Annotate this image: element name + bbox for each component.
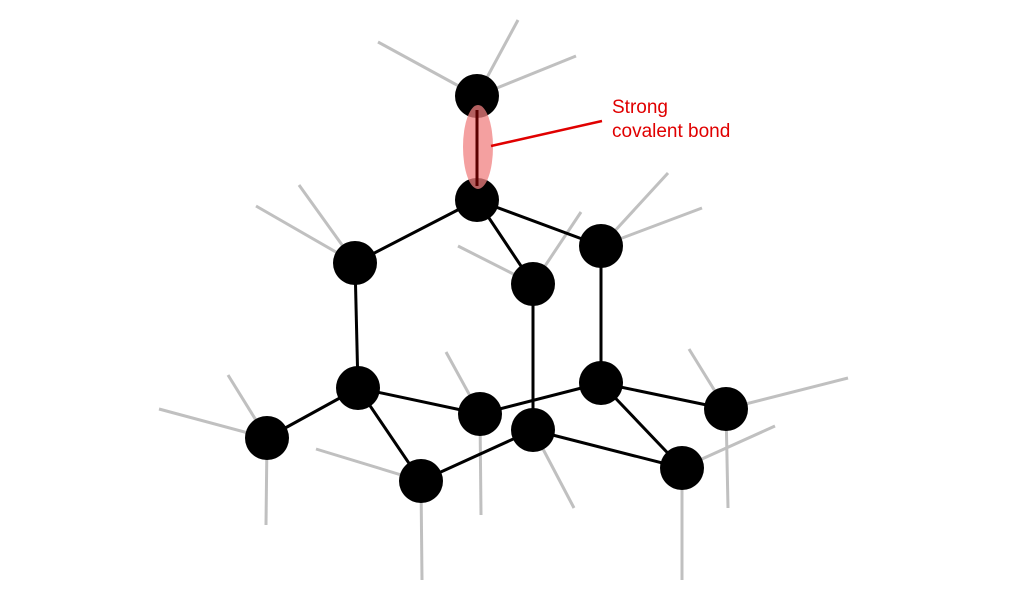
atom-m1: [511, 262, 555, 306]
atom-r1: [579, 224, 623, 268]
atom-l1: [333, 241, 377, 285]
bond-c2-fr: [532, 428, 683, 470]
atom-l2: [336, 366, 380, 410]
atom-c2: [511, 408, 555, 452]
atom-top: [455, 74, 499, 118]
atom-r2: [579, 361, 623, 405]
bond-a1-l1: [354, 198, 478, 265]
atom-fb: [399, 459, 443, 503]
carbon-atoms: [245, 74, 748, 503]
stub-bonds: [158, 19, 849, 581]
atom-far: [704, 387, 748, 431]
atom-fr: [660, 446, 704, 490]
atom-a1: [455, 178, 499, 222]
atom-m2: [458, 392, 502, 436]
bond-highlight-group: [463, 105, 603, 189]
annotation-leader-line: [490, 119, 603, 148]
annotation-label-line1: Strong: [612, 97, 668, 118]
atom-fl: [245, 416, 289, 460]
annotation-label-line2: covalent bond: [612, 121, 731, 142]
bond-a1-r1: [476, 198, 602, 248]
